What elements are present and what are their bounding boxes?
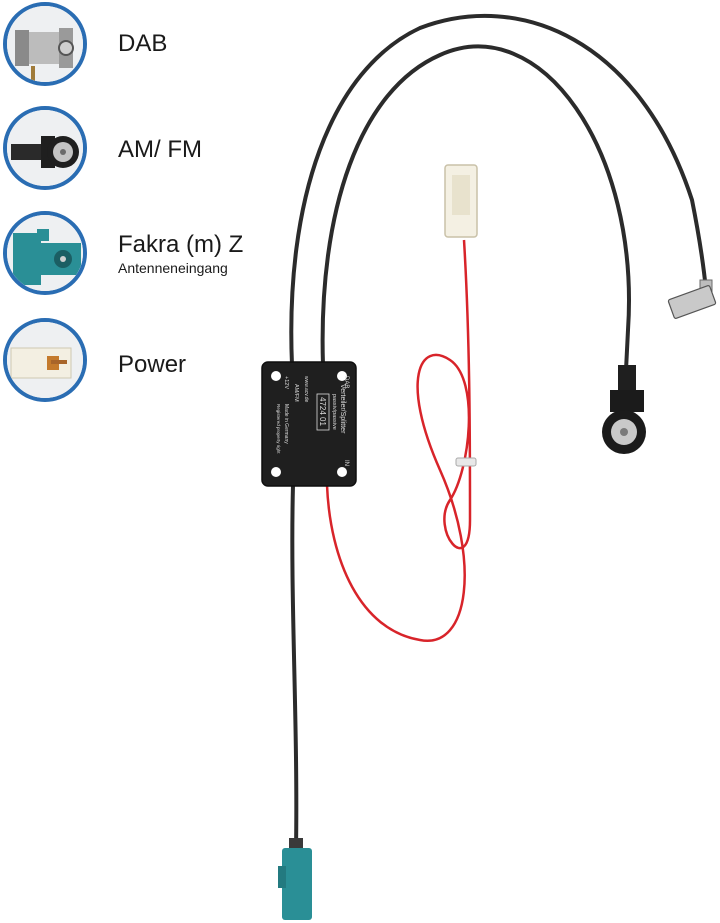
dab-right-angle-connector: [667, 279, 717, 319]
power-plug-connector: [444, 164, 478, 238]
legend-label: Power: [118, 351, 187, 378]
legend-item-fakra: Fakra (m) Z Antenneneingang: [0, 211, 300, 301]
power-connector-icon: [3, 318, 87, 402]
legend-item-dab: DAB: [0, 2, 300, 92]
splitter-module: Verteiler/Splitter passiv/passive 4724 0…: [261, 361, 357, 487]
power-wire: [325, 239, 472, 642]
legend-label: Fakra (m) Z: [118, 231, 244, 258]
module-power-label: +12V: [283, 376, 289, 389]
legend-item-am-fm: AM/ FM: [0, 106, 300, 196]
fakra-connector-icon: [3, 211, 87, 295]
legend-label: DAB: [118, 30, 168, 57]
module-origin: Made in Germany: [283, 404, 289, 444]
module-title: Verteiler/Splitter: [339, 384, 346, 434]
am-fm-cable: [320, 44, 631, 371]
fakra-plug-connector: [278, 838, 312, 920]
module-subtitle: passiv/passive: [331, 394, 337, 430]
am-fm-connector-icon: [3, 106, 87, 190]
module-in-label: IN: [343, 460, 349, 466]
legend-label: AM/ FM: [118, 136, 202, 163]
cable-tie: [455, 457, 477, 467]
module-dab-label: DAB: [343, 376, 349, 388]
dab-cable: [289, 14, 708, 366]
fakra-cable: [290, 484, 299, 851]
module-amfm-label: AM/FM: [293, 384, 299, 402]
dab-connector-icon: [3, 2, 87, 86]
module-website: www.acv.de: [303, 376, 309, 403]
module-legal: Registered property right: [276, 404, 281, 454]
module-part-number: 4724 01: [318, 397, 327, 426]
am-fm-iso-connector: [602, 365, 646, 454]
legend-sublabel: Antenneneingang: [118, 260, 228, 276]
legend-item-power: Power: [0, 318, 300, 408]
